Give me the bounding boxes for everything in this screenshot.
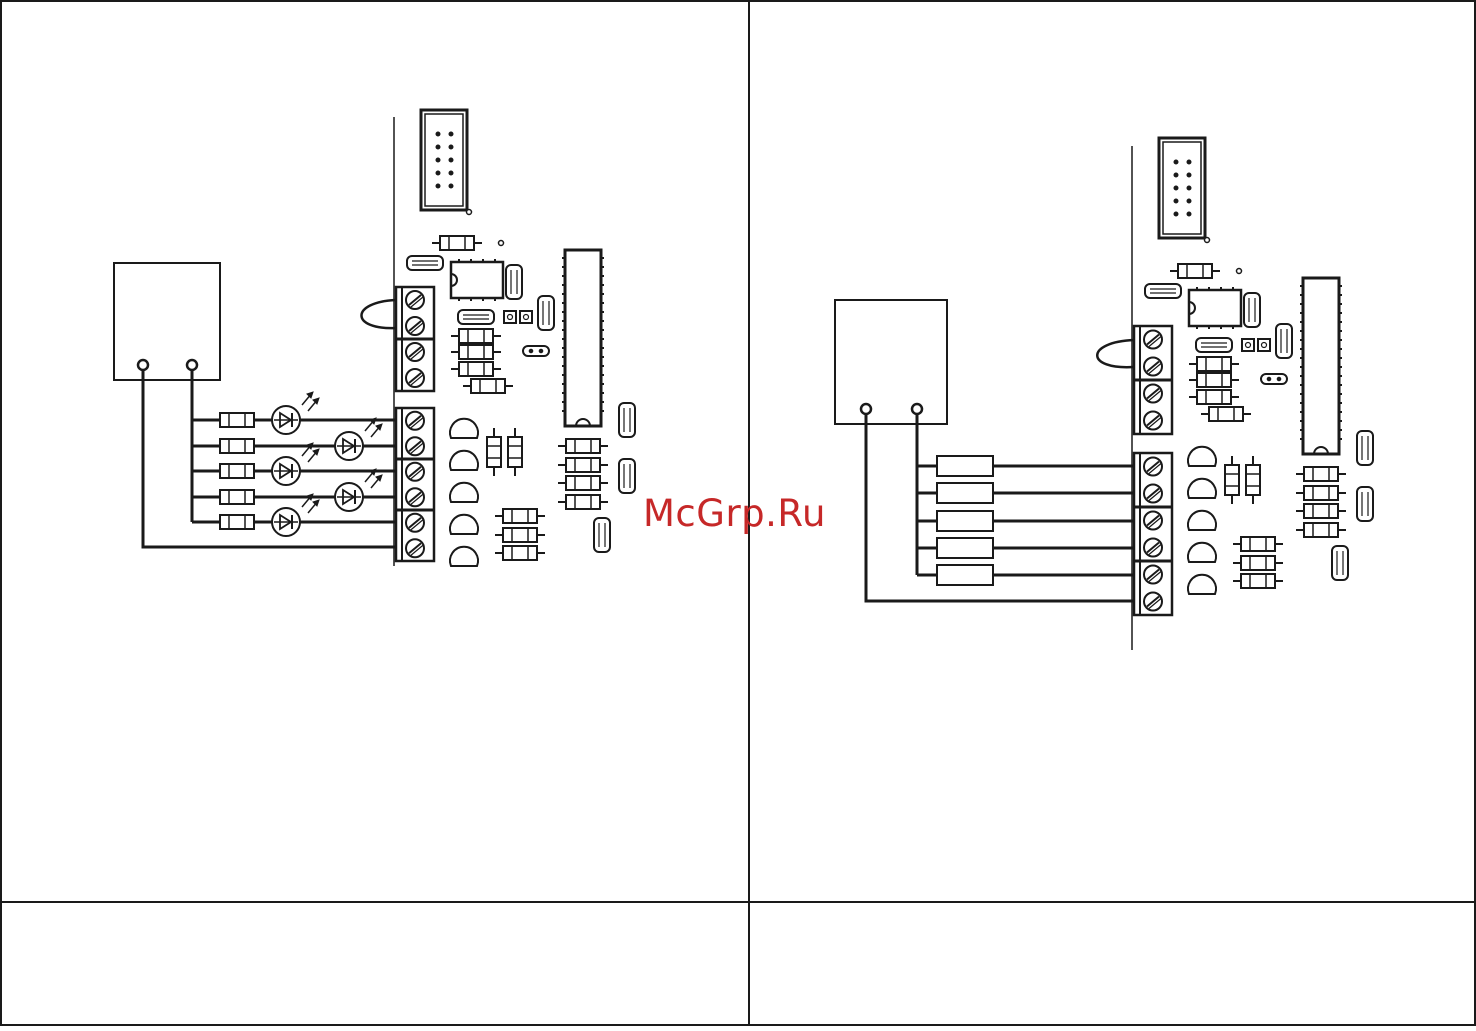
trimmer-pot — [450, 419, 478, 438]
trimmer-pot — [1188, 511, 1216, 530]
led — [335, 469, 382, 511]
capacitor — [458, 310, 494, 324]
jumper — [523, 346, 549, 356]
trimmer-pot — [1188, 575, 1216, 594]
resistor — [1189, 357, 1239, 371]
panel-led — [114, 110, 635, 566]
led — [335, 418, 382, 460]
resistor — [451, 362, 501, 376]
trimmer-pot — [450, 547, 478, 566]
resistor — [1233, 556, 1283, 570]
resistor — [487, 428, 501, 476]
trimmer-pot — [1188, 479, 1216, 498]
led — [272, 443, 319, 485]
capacitor — [506, 265, 522, 299]
load-resistor — [937, 538, 993, 558]
current-limit-resistor — [212, 464, 262, 478]
capacitor — [1357, 487, 1373, 521]
output-terminal-block — [396, 408, 434, 561]
resistor — [558, 476, 608, 490]
resistor — [1296, 486, 1346, 500]
resistor — [432, 236, 482, 250]
resistor — [495, 528, 545, 542]
resistor — [1201, 407, 1251, 421]
current-limit-resistor — [212, 515, 262, 529]
resistor — [558, 495, 608, 509]
resistor — [495, 509, 545, 523]
comparator-ic — [451, 259, 503, 301]
pad — [504, 311, 516, 323]
led — [272, 392, 319, 434]
power-terminal-block — [396, 287, 434, 391]
capacitor — [1276, 324, 1292, 358]
common-wire — [143, 370, 396, 547]
resistor — [1233, 537, 1283, 551]
wire-loop — [362, 300, 397, 328]
trimmer-pot — [450, 483, 478, 502]
capacitor — [1357, 431, 1373, 465]
trimmer-pot — [450, 451, 478, 470]
capacitor — [1244, 293, 1260, 327]
via — [499, 241, 504, 246]
resistor — [1296, 504, 1346, 518]
current-limit-resistor — [212, 439, 262, 453]
current-limit-resistor — [212, 413, 262, 427]
resistor — [1189, 373, 1239, 387]
resistor — [451, 329, 501, 343]
pad — [1242, 339, 1254, 351]
microcontroller — [1300, 278, 1342, 454]
resistor — [495, 546, 545, 560]
wire-loop — [1097, 340, 1134, 367]
via — [1237, 269, 1242, 274]
pad — [1258, 339, 1270, 351]
load-resistor — [937, 511, 993, 531]
power-terminal-block — [1134, 326, 1172, 434]
output-terminal-block — [1134, 453, 1172, 615]
load-resistor — [937, 456, 993, 476]
resistor — [1246, 456, 1260, 504]
common-wire — [866, 414, 1134, 601]
comparator-ic — [1189, 287, 1241, 329]
sensor-terminal-minus — [138, 360, 148, 370]
capacitor — [407, 256, 443, 270]
capacitor — [619, 403, 635, 437]
capacitor — [1332, 546, 1348, 580]
pad — [520, 311, 532, 323]
resistor — [1189, 390, 1239, 404]
resistor — [1233, 574, 1283, 588]
led — [272, 494, 319, 536]
watermark: McGrp.Ru — [643, 492, 826, 535]
sensor-terminal-minus — [861, 404, 871, 414]
capacitor — [538, 296, 554, 330]
panel-resistor — [835, 138, 1373, 650]
resistor — [463, 379, 513, 393]
resistor — [451, 345, 501, 359]
capacitor — [1145, 284, 1181, 298]
trimmer-pot — [1188, 447, 1216, 466]
sensor-terminal-plus — [912, 404, 922, 414]
sensor-module — [114, 263, 220, 380]
resistor — [1170, 264, 1220, 278]
capacitor — [594, 518, 610, 552]
sensor-module — [835, 300, 947, 424]
load-resistor — [937, 565, 993, 585]
resistor — [558, 439, 608, 453]
resistor — [1225, 456, 1239, 504]
current-limit-resistor — [212, 490, 262, 504]
load-resistor — [937, 483, 993, 503]
resistor — [1296, 467, 1346, 481]
jumper — [1261, 374, 1287, 384]
programming-header — [1159, 138, 1210, 243]
trimmer-pot — [450, 515, 478, 534]
resistor — [1296, 523, 1346, 537]
sensor-terminal-plus — [187, 360, 197, 370]
programming-header — [421, 110, 472, 215]
resistor — [508, 428, 522, 476]
resistor — [558, 458, 608, 472]
capacitor — [619, 459, 635, 493]
microcontroller — [562, 250, 604, 426]
capacitor — [1196, 338, 1232, 352]
trimmer-pot — [1188, 543, 1216, 562]
